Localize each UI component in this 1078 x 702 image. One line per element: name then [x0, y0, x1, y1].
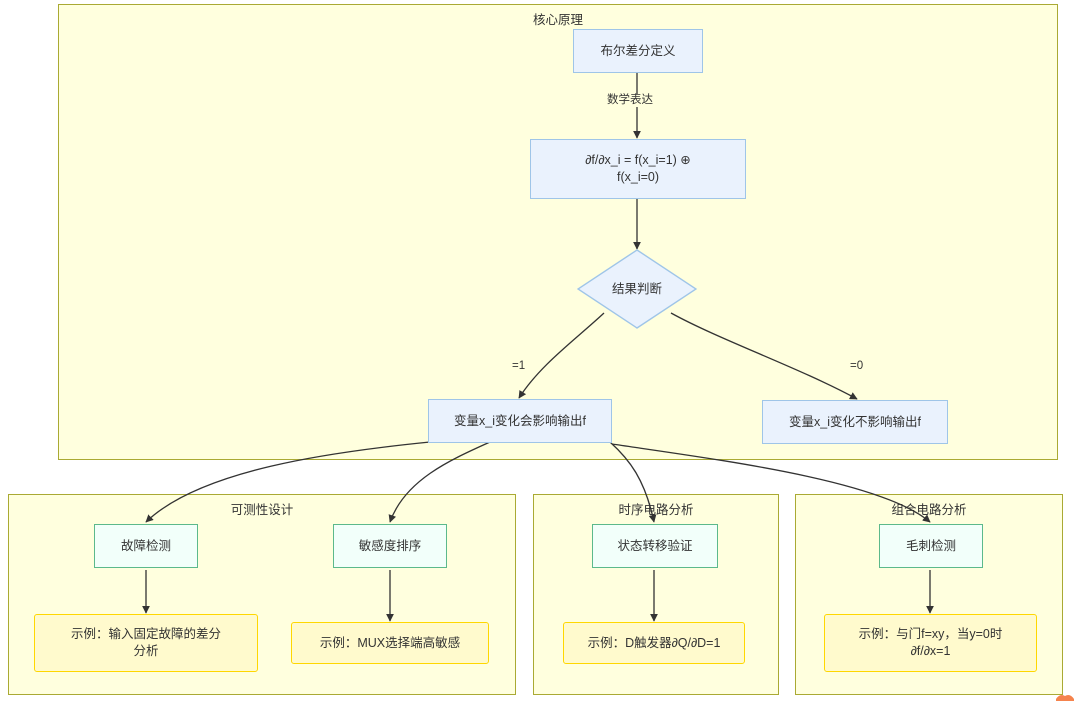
node-example-fault-analysis[interactable]: 示例：输入固定故障的差分 分析: [34, 614, 258, 672]
node-boolean-difference-definition-label: 布尔差分定义: [600, 43, 676, 58]
cluster-sequential-label: 时序电路分析: [618, 503, 694, 517]
node-fault-detection-label: 故障检测: [120, 538, 171, 553]
node-variable-not-affects-output[interactable]: 变量x_i变化不影响输出f: [762, 400, 948, 444]
edge-label-result-one: =1: [511, 360, 527, 373]
node-example-and-gate[interactable]: 示例：与门f=xy，当y=0时 ∂f/∂x=1: [824, 614, 1037, 672]
diamond-shape: [577, 249, 697, 329]
node-example-dff[interactable]: 示例：D触发器∂Q/∂D=1: [563, 622, 745, 664]
cluster-combinational-label: 组合电路分析: [891, 503, 967, 517]
node-fault-detection[interactable]: 故障检测: [94, 524, 198, 568]
node-glitch-detection[interactable]: 毛刺检测: [879, 524, 983, 568]
node-variable-affects-output-label: 变量x_i变化会影响输出f: [454, 413, 586, 428]
node-example-fault-analysis-line2: 分析: [133, 644, 159, 658]
node-example-mux-sensitivity-label: 示例：MUX选择端高敏感: [319, 635, 461, 650]
edge-label-math-expression: 数学表达: [606, 94, 654, 107]
node-result-decision[interactable]: 结果判断: [577, 249, 697, 329]
node-formula-line2: f(x_i=0): [616, 170, 660, 184]
node-variable-not-affects-output-label: 变量x_i变化不影响输出f: [789, 414, 921, 429]
node-formula[interactable]: ∂f/∂x_i = f(x_i=1) ⊕ f(x_i=0): [530, 139, 746, 199]
node-state-transition-verification[interactable]: 状态转移验证: [592, 524, 718, 568]
node-variable-affects-output[interactable]: 变量x_i变化会影响输出f: [428, 399, 612, 443]
node-state-transition-verification-label: 状态转移验证: [617, 538, 693, 553]
cluster-core-principle-label: 核心原理: [532, 13, 583, 27]
cluster-core-principle: 核心原理: [58, 4, 1058, 460]
node-formula-line1: ∂f/∂x_i = f(x_i=1) ⊕: [585, 153, 691, 167]
mermaid-watermark-icon: [1056, 695, 1074, 701]
node-example-and-gate-line2: ∂f/∂x=1: [910, 644, 951, 658]
node-glitch-detection-label: 毛刺检测: [905, 538, 956, 553]
node-boolean-difference-definition[interactable]: 布尔差分定义: [573, 29, 703, 73]
cluster-dft-label: 可测性设计: [230, 503, 294, 517]
edge-label-result-zero: =0: [849, 360, 865, 373]
node-sensitivity-ranking-label: 敏感度排序: [358, 538, 422, 553]
node-sensitivity-ranking[interactable]: 敏感度排序: [333, 524, 447, 568]
node-result-decision-label: 结果判断: [611, 281, 662, 296]
node-example-fault-analysis-line1: 示例：输入固定故障的差分: [70, 627, 221, 641]
node-example-and-gate-line1: 示例：与门f=xy，当y=0时: [858, 627, 1003, 641]
node-example-mux-sensitivity[interactable]: 示例：MUX选择端高敏感: [291, 622, 489, 664]
node-example-dff-label: 示例：D触发器∂Q/∂D=1: [587, 635, 721, 650]
